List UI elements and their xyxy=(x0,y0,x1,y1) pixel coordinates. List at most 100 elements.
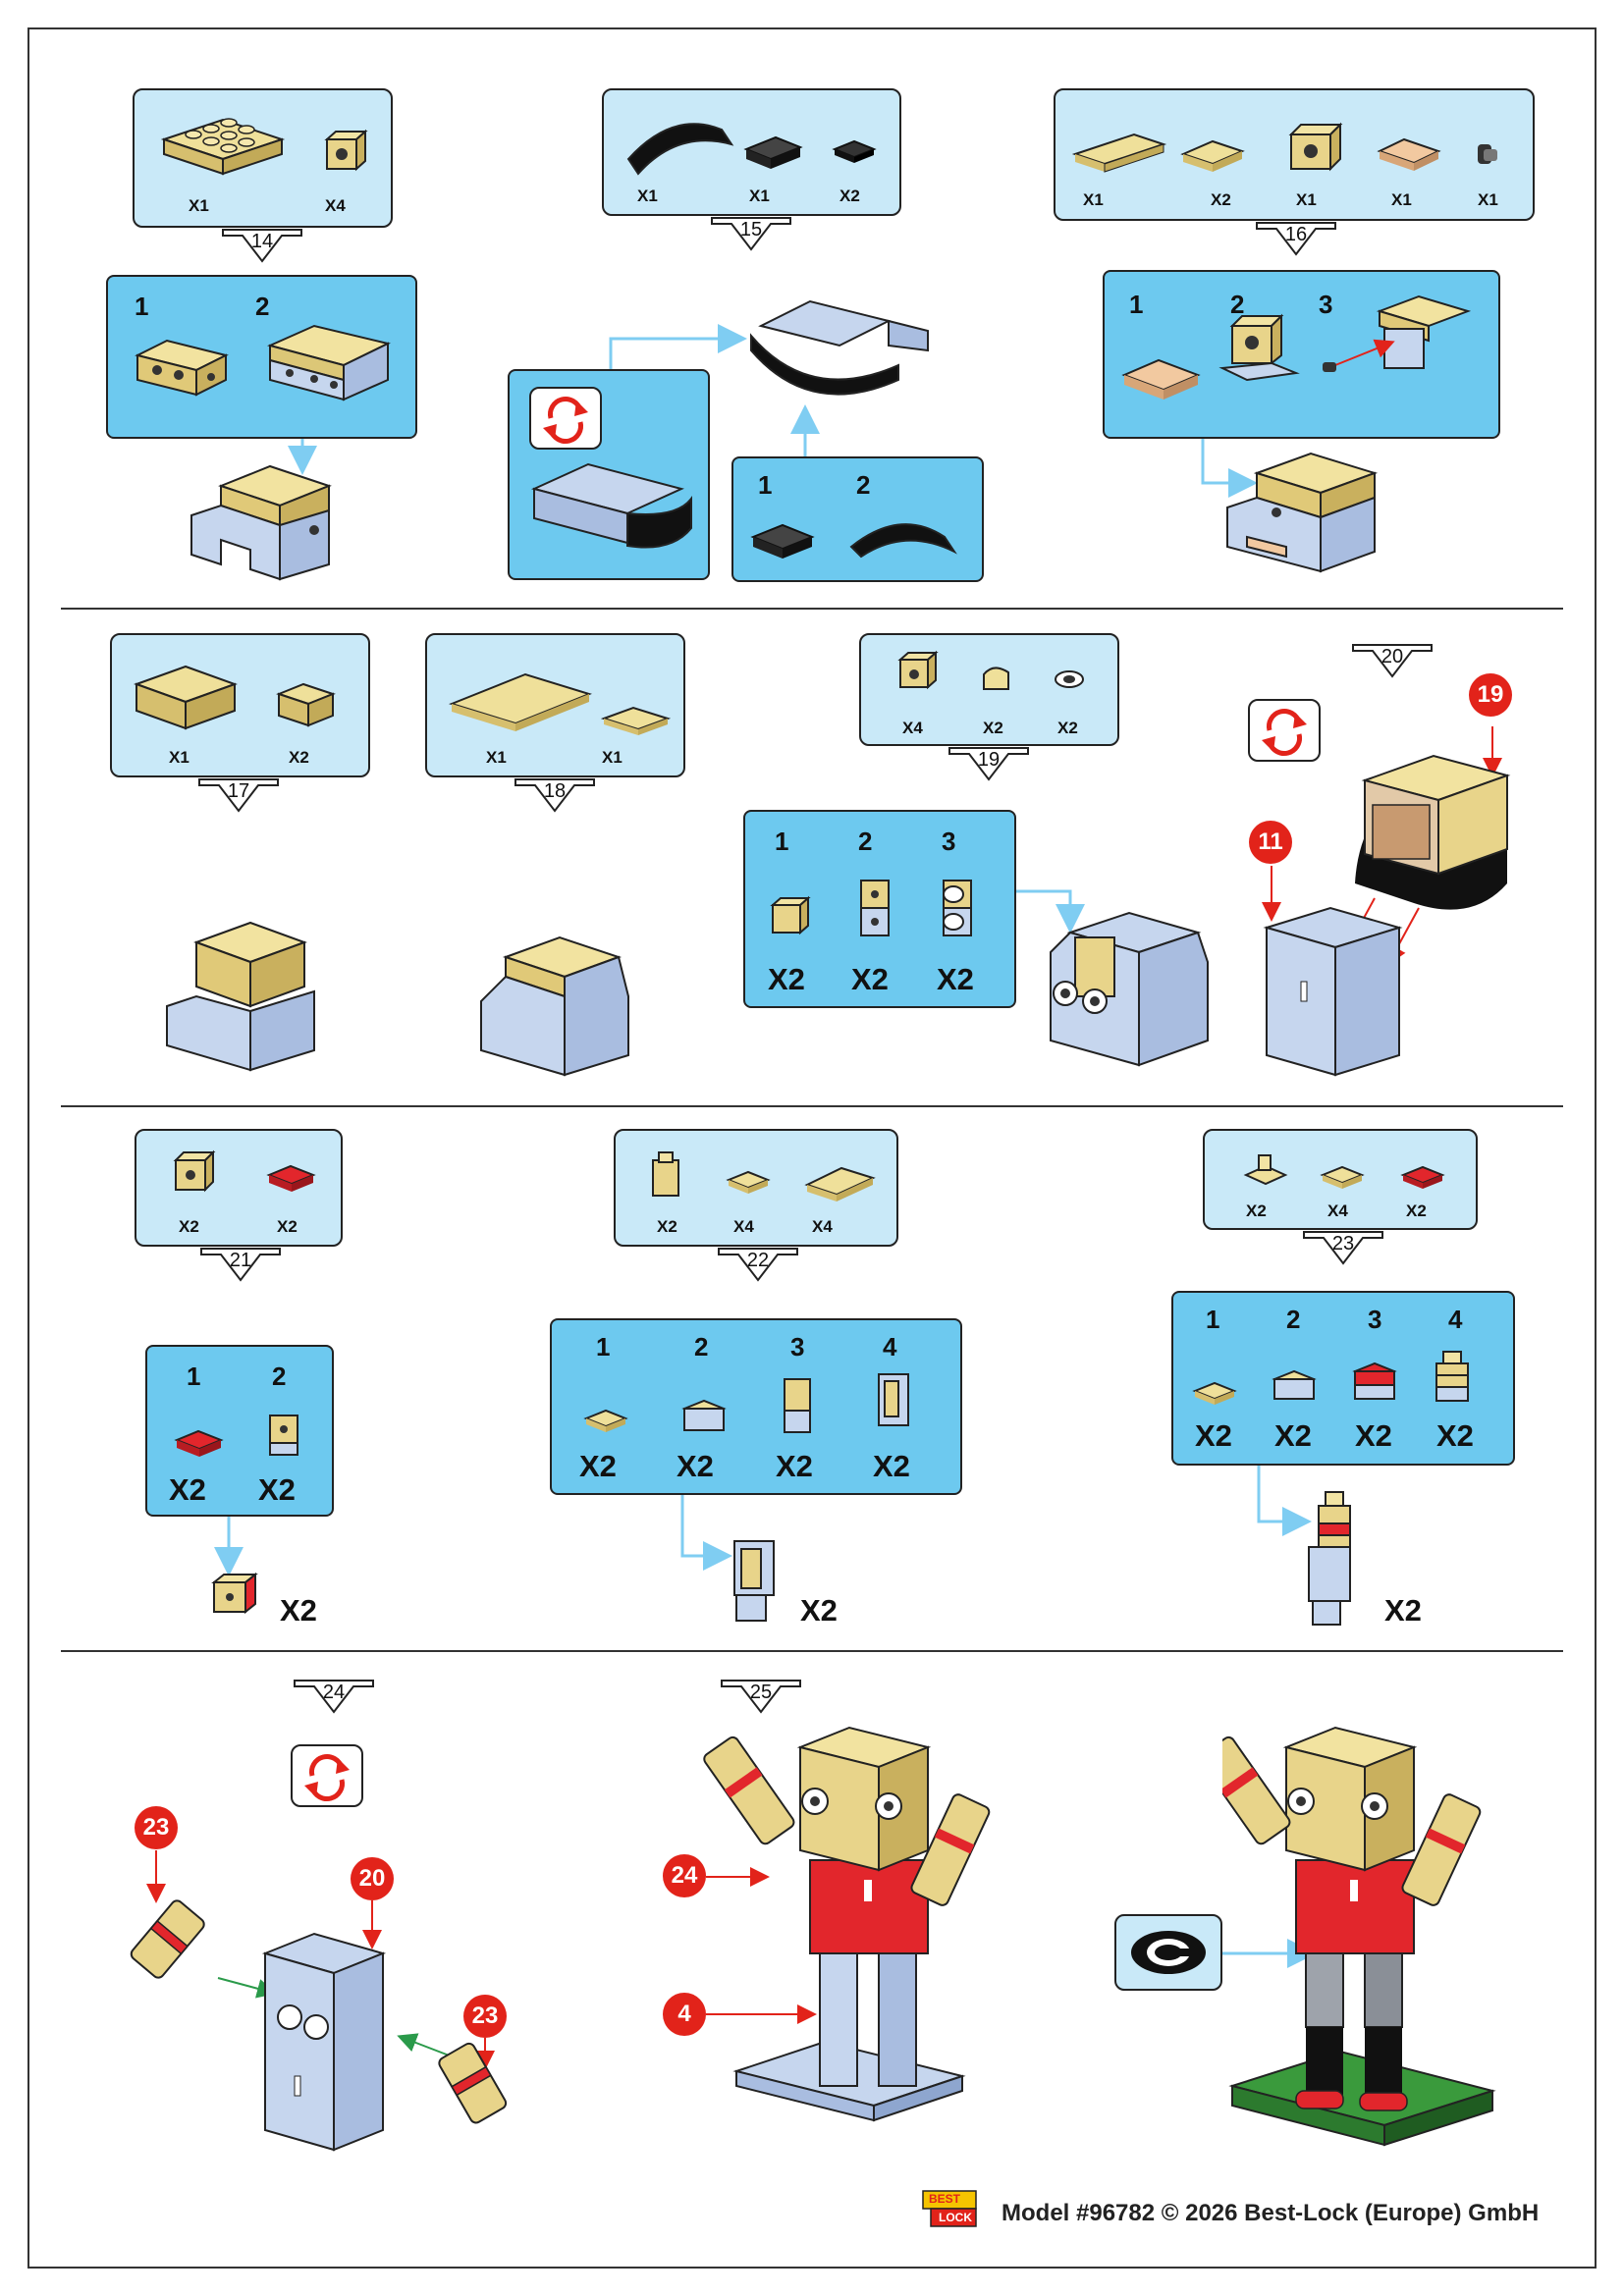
callout-badge: 23 xyxy=(463,1995,507,2038)
part-qty: X2 xyxy=(277,1217,298,1236)
part-qty: X1 xyxy=(486,748,507,767)
part-qty: X1 xyxy=(1391,190,1412,209)
parts-illustration xyxy=(160,118,368,176)
callout-badge: 19 xyxy=(1469,673,1512,717)
step-24-assembly xyxy=(130,1850,508,2152)
subassembly-illustration xyxy=(1121,294,1472,400)
step-25-arrow: 25 xyxy=(717,1679,805,1714)
sub-step-label: 1 xyxy=(1129,290,1144,319)
result-qty: X2 xyxy=(800,1593,838,1628)
part-qty: X1 xyxy=(169,748,189,767)
part-qty: X2 xyxy=(1406,1201,1427,1220)
step-14-arrow: 14 xyxy=(218,228,306,263)
part-qty: X4 xyxy=(733,1217,754,1236)
step-15-arrow: 15 xyxy=(707,216,795,251)
step-15-parts-panel: X1 X1 X2 xyxy=(602,88,901,216)
part-qty: X2 xyxy=(1246,1201,1267,1220)
sub-step-label: 4 xyxy=(1448,1305,1463,1334)
rotate-model-icon xyxy=(1248,699,1321,762)
step-number: 20 xyxy=(1380,646,1404,667)
part-qty: X1 xyxy=(602,748,623,767)
step-21-parts-panel: X2 X2 xyxy=(135,1129,343,1247)
step-16-subassembly-panel: 1 2 3 xyxy=(1103,270,1500,439)
parts-illustration xyxy=(1243,1154,1445,1189)
step-22-result-model xyxy=(733,1540,775,1622)
sub-step-qty: X2 xyxy=(937,962,974,996)
step-17-arrow: 17 xyxy=(194,777,283,813)
sub-step-qty: X2 xyxy=(1195,1418,1232,1453)
best-lock-logo: BEST LOCK xyxy=(921,2189,978,2228)
sub-step-qty: X2 xyxy=(677,1449,714,1483)
sub-step-label: 2 xyxy=(858,827,873,856)
sub-step-label: 3 xyxy=(1368,1305,1382,1334)
logo-tile-panel xyxy=(1114,1914,1222,1991)
rotate-model-icon xyxy=(529,387,602,450)
step-19-result-model xyxy=(1050,911,1209,1067)
step-16-arrow: 16 xyxy=(1252,221,1340,256)
step-15-rotate-panel xyxy=(508,369,710,580)
step-16-parts-panel: X1 X2 X1 X1 X1 xyxy=(1054,88,1535,221)
result-qty: X2 xyxy=(1384,1593,1422,1628)
part-qty: X1 xyxy=(749,187,770,205)
part-qty: X2 xyxy=(289,748,309,767)
part-qty: X2 xyxy=(839,187,860,205)
sub-step-label: 1 xyxy=(775,827,789,856)
parts-illustration xyxy=(173,1149,316,1193)
sub-step-qty: X2 xyxy=(1436,1418,1474,1453)
sub-step-label: 4 xyxy=(883,1332,897,1362)
step-14-parts-panel: X1 X4 xyxy=(133,88,393,228)
sub-step-qty: X2 xyxy=(169,1472,206,1507)
row-divider-3 xyxy=(61,1650,1563,1652)
part-qty: X1 xyxy=(189,196,209,215)
logo-text-top: BEST xyxy=(929,2192,961,2206)
step-14-subassembly-panel: 1 2 xyxy=(106,275,417,439)
step-19-arrow: 19 xyxy=(945,746,1033,781)
row-divider-1 xyxy=(61,608,1563,610)
sub-step-label: 2 xyxy=(856,470,871,500)
callout-badge: 4 xyxy=(663,1993,706,2036)
part-qty: X1 xyxy=(1296,190,1317,209)
subassembly-illustration xyxy=(583,1373,909,1433)
parts-illustration xyxy=(448,672,672,735)
sub-step-label: 1 xyxy=(1206,1305,1220,1334)
rotated-subassembly xyxy=(531,462,692,549)
part-qty: X4 xyxy=(902,719,923,737)
step-19-subassembly-panel: 1 2 3 X2 X2 X2 xyxy=(743,810,1016,1008)
sub-step-qty: X2 xyxy=(258,1472,296,1507)
step-23-parts-panel: X2 X4 X2 xyxy=(1203,1129,1478,1230)
rotate-model-icon xyxy=(291,1744,363,1807)
step-19-parts-panel: X4 X2 X2 xyxy=(859,633,1119,746)
parts-illustration xyxy=(652,1151,876,1201)
part-qty: X2 xyxy=(657,1217,677,1236)
step-23-result-model xyxy=(1308,1491,1351,1626)
callout-badge: 24 xyxy=(663,1854,706,1897)
sub-step-label: 1 xyxy=(135,292,149,321)
copyright-text: Model #96782 © 2026 Best-Lock (Europe) G… xyxy=(1001,2200,1540,2226)
step-number: 24 xyxy=(322,1682,346,1703)
sub-step-label: 1 xyxy=(758,470,773,500)
part-qty: X2 xyxy=(179,1217,199,1236)
sub-step-label: 2 xyxy=(255,292,270,321)
sub-step-qty: X2 xyxy=(851,962,889,996)
part-qty: X2 xyxy=(1057,719,1078,737)
step-24-arrow: 24 xyxy=(290,1679,378,1714)
parts-illustration xyxy=(897,650,1084,690)
callout-badge: 20 xyxy=(351,1857,394,1900)
part-qty: X1 xyxy=(1083,190,1104,209)
step-22-arrow: 22 xyxy=(714,1247,802,1282)
part-qty: X4 xyxy=(812,1217,833,1236)
sub-step-qty: X2 xyxy=(1355,1418,1392,1453)
final-model xyxy=(1222,1726,1496,2147)
sub-step-label: 2 xyxy=(1230,290,1245,319)
step-25-assembly xyxy=(703,1726,991,2122)
step-23-arrow: 23 xyxy=(1299,1230,1387,1265)
callout-badge: 11 xyxy=(1249,821,1292,864)
sub-step-label: 3 xyxy=(790,1332,805,1362)
sub-step-label: 2 xyxy=(694,1332,709,1362)
subassembly-illustration xyxy=(135,324,391,401)
step-20-arrow: 20 xyxy=(1348,643,1436,678)
step-14-result-model xyxy=(190,464,332,581)
sub-step-qty: X2 xyxy=(776,1449,813,1483)
step-18-arrow: 18 xyxy=(511,777,599,813)
parts-illustration xyxy=(1071,122,1497,173)
